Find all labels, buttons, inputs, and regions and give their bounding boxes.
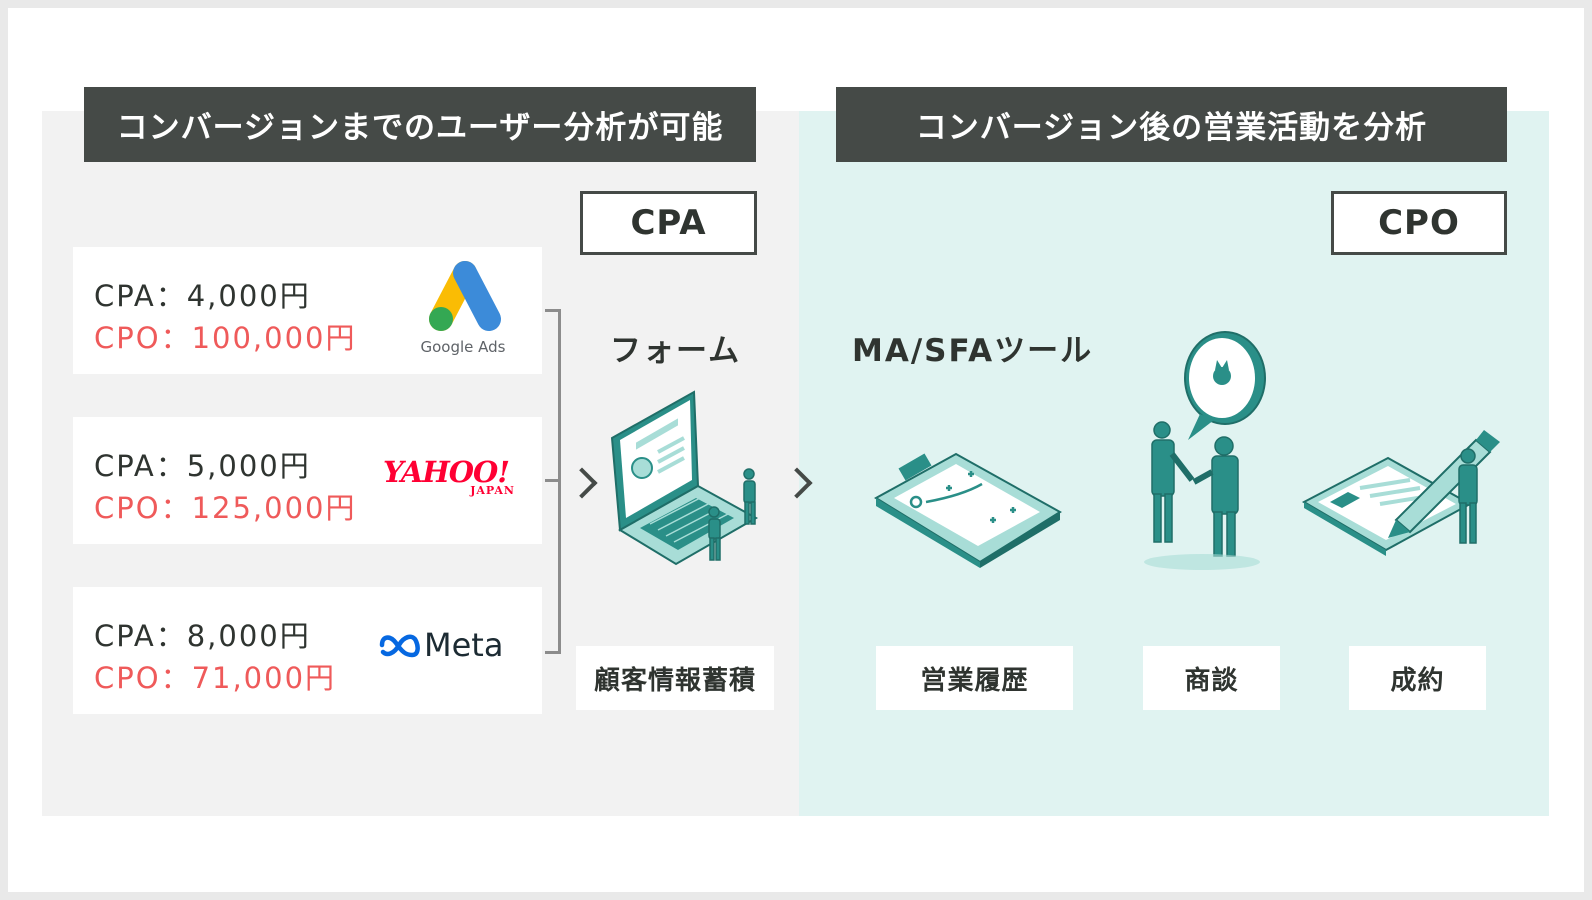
meta-infinity-icon [379,634,420,658]
cpo-value: CPO：100,000円 [94,321,357,355]
form-stage-label: 顧客情報蓄積 [576,646,774,710]
ad-group-bracket-stem [545,479,561,482]
clipboard-illustration [874,452,1062,568]
stage-label-negotiation: 商談 [1143,646,1280,710]
tool-title: MA/SFAツール [852,333,1094,369]
meta-logo: Meta [376,625,516,665]
cpa-metric-box: CPA [580,191,757,255]
cpo-value: CPO：125,000円 [94,491,357,525]
yahoo-japan-logo: YAHOO! JAPAN [383,457,521,507]
ad-card-meta: CPA：8,000円 CPO：71,000円 Meta [73,587,542,714]
cpa-value: CPA：4,000円 [94,279,311,313]
google-ads-text: Google Ads [420,338,506,356]
meeting-illustration [1144,331,1266,570]
pre-conversion-banner: コンバージョンまでのユーザー分析が可能 [84,87,756,162]
google-ads-logo: Google Ads [413,257,513,362]
google-ads-icon [429,261,501,331]
form-title: フォーム [610,333,742,369]
laptop-illustration [610,390,759,566]
cpo-value: CPO：71,000円 [94,661,337,695]
post-conversion-banner: コンバージョン後の営業活動を分析 [836,87,1507,162]
contract-illustration [1301,430,1500,556]
stage-label-sales-history: 営業履歴 [876,646,1073,710]
cpa-value: CPA：5,000円 [94,449,311,483]
cpa-value: CPA：8,000円 [94,619,311,653]
yahoo-japan-sub: JAPAN [470,484,515,497]
cpo-metric-box: CPO [1331,191,1507,255]
ad-card-google: CPA：4,000円 CPO：100,000円 Google Ads [73,247,542,374]
ad-card-yahoo: CPA：5,000円 CPO：125,000円 YAHOO! JAPAN [73,417,542,544]
stage-label-contract: 成約 [1349,646,1486,710]
yahoo-wordmark: YAHOO! [383,455,510,489]
meta-wordmark: Meta [424,626,504,664]
